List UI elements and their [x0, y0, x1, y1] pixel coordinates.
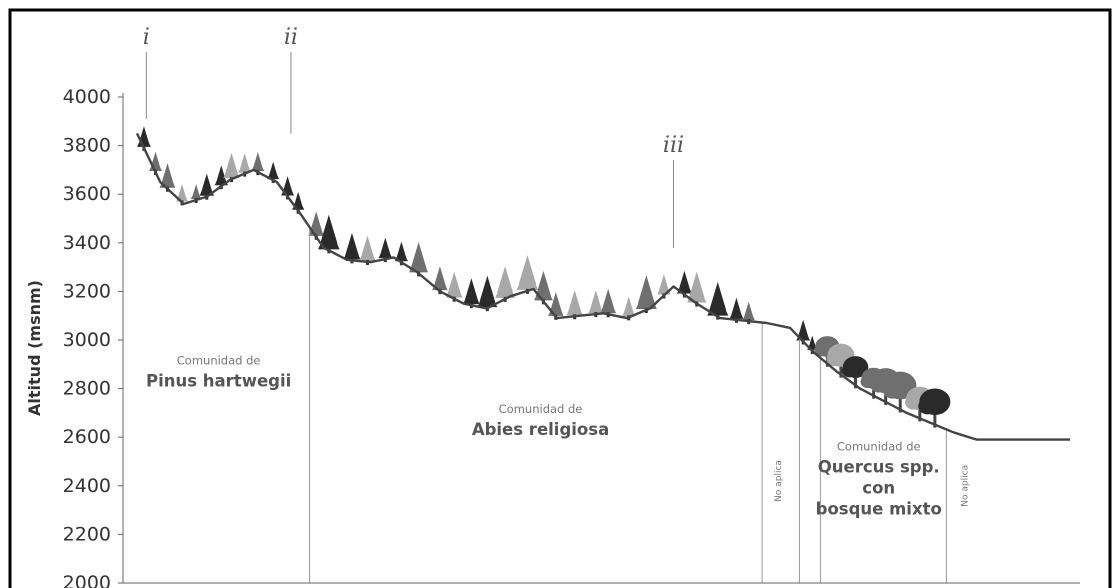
community-heading: Comunidad de	[837, 440, 921, 454]
y-axis-title: Altitud (msnm)	[25, 280, 44, 416]
no-aplica-note: No aplica	[774, 460, 784, 502]
y-tick-label: 2000	[63, 572, 111, 588]
vegetation-layer	[137, 126, 951, 428]
y-tick-label: 3200	[63, 280, 111, 302]
broadleaf-tree-icon	[841, 356, 869, 389]
y-tick-label: 2200	[63, 523, 111, 545]
conifer-tree-icon	[445, 271, 463, 302]
community-name: Pinus hartwegii	[146, 371, 291, 390]
community-name: Quercus spp.	[818, 458, 940, 477]
community-heading: Comunidad de	[499, 402, 583, 416]
y-tick-label: 2400	[63, 475, 111, 497]
conifer-tree-icon	[516, 255, 539, 294]
conifer-tree-icon	[707, 281, 729, 320]
broadleaf-tree-icon	[918, 388, 951, 428]
y-axis: 4000 3800 3600 3400 3200 3000 2800 2600 2400 2200…	[63, 86, 1080, 588]
zone-boundaries	[309, 227, 947, 583]
y-tick-label: 3800	[63, 135, 111, 157]
conifer-tree-icon	[687, 271, 707, 307]
community-heading: Comunidad de	[177, 353, 261, 367]
y-tick-label: 2600	[63, 426, 111, 448]
community-name: con	[862, 479, 895, 498]
y-tick-label: 3400	[63, 232, 111, 254]
terrain-layer	[135, 132, 1070, 441]
community-name: Abies religiosa	[472, 420, 609, 439]
figure-frame	[8, 8, 1112, 588]
community-name: bosque mixto	[816, 500, 942, 519]
marker-label: i	[143, 25, 150, 50]
y-tick-label: 4000	[63, 86, 111, 108]
no-aplica-note: No aplica	[960, 465, 970, 507]
y-tick-label: 3000	[63, 329, 111, 351]
y-tick-label: 3600	[63, 183, 111, 205]
conifer-tree-icon	[409, 242, 429, 277]
marker-label: iii	[663, 133, 684, 158]
conifer-tree-icon	[635, 275, 657, 313]
terrain-profile-line	[135, 132, 1070, 441]
marker-label: ii	[284, 25, 298, 50]
y-tick-label: 2800	[63, 378, 111, 400]
